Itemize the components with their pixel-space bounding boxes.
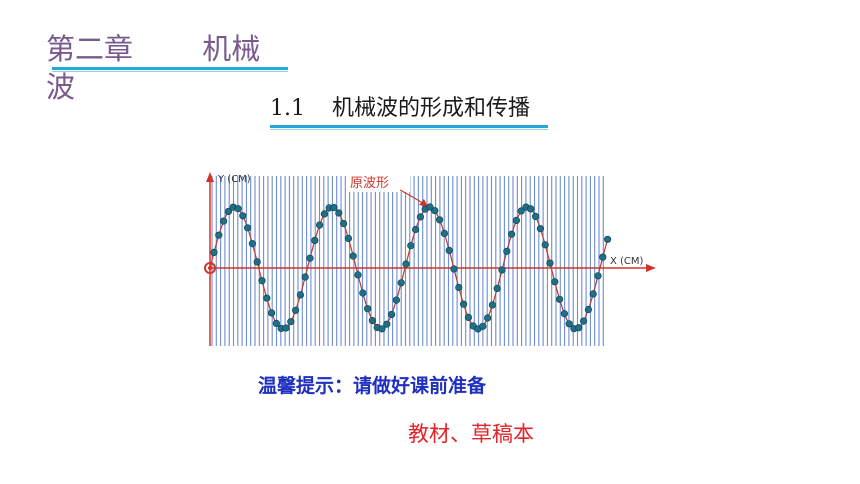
wave-label-arrowhead [419,199,428,207]
particle-dot [503,247,511,255]
particle-dot [584,305,593,314]
particle-dot [599,253,607,261]
particle-dot [493,284,501,292]
particle-dot [450,265,458,273]
reminder-text: 温馨提示：请做好课前准备 [258,375,487,397]
particle-dot [220,217,228,225]
particle-dot [282,324,290,332]
particle-dot [551,278,559,286]
wave-label-arrow [399,189,425,205]
particle-dot [589,290,597,298]
chapter-title: 第二章 机械波 [46,32,261,104]
particle-dot [253,258,261,266]
wave-label: 原波形 [350,176,389,191]
particle-dot [498,266,506,274]
particle-dot [416,213,424,221]
particle-dot [378,325,386,333]
particle-dot [330,203,338,212]
materials-text: 教材、草稿本 [408,422,534,446]
particle-dot [536,225,545,233]
origin-dot [208,266,212,270]
particle-dot [412,225,420,234]
particle-dot [479,322,487,330]
particle-dot [527,205,535,213]
particle-dot [604,235,612,243]
particle-dot [354,271,362,279]
particle-dot [455,283,463,292]
particle-dot [340,219,348,228]
particle-dot [234,205,242,213]
particle-dot [440,229,448,238]
wave-label-bg [346,172,410,192]
y-axis-label: Y (CM) [217,174,251,185]
particle-dot [210,248,218,256]
title-underline [52,67,288,70]
particle-dot [335,209,343,217]
y-axis-arrow [206,172,214,182]
particle-dot [464,313,473,321]
particle-dot [488,301,497,309]
particle-dot [402,260,410,268]
wave-figure: Y (CM) X (CM) 原波形 [204,172,656,346]
particle-dot [460,300,468,308]
particle-dot [541,241,549,249]
particle-dot [291,306,300,314]
particle-dot [445,246,453,254]
particle-dot [296,291,304,299]
particle-dot [315,221,324,229]
particle-dot [508,230,516,238]
x-axis-arrow [646,264,656,272]
particle-dot [215,231,223,239]
particle-dot [512,216,521,225]
particle-dot [560,310,569,318]
section-underline [270,125,548,128]
particle-dot [575,324,583,332]
particle-dot [344,234,352,242]
particle-dot [565,320,573,328]
particle-dot [383,320,391,328]
particle-dot [426,203,434,211]
particle-dot [263,294,271,302]
particle-dot [243,224,252,232]
particle-dot [272,319,280,327]
particle-dot [359,289,367,297]
title-underline-thin [52,71,288,72]
section-underline-thin [270,129,548,130]
wave-particles [210,203,612,333]
origin-marker [204,262,216,274]
particle-dot [364,305,372,313]
particle-dot [392,296,400,304]
particle-dot [517,207,525,215]
particle-dot [532,212,540,221]
particle-dot [546,259,554,267]
particle-dot [239,212,247,220]
particle-dot [267,309,276,317]
particle-dot [484,314,492,322]
particle-dot [556,295,564,303]
particle-dot [388,310,396,318]
particle-dot [320,210,328,218]
particle-dot [368,317,376,325]
particle-dot [306,254,314,262]
particle-dot [224,207,233,216]
particle-dot [287,318,295,326]
section-title: 1.1 机械波的形成和传播 [270,96,530,121]
particle-dot [248,240,257,248]
particle-dot [580,317,588,325]
particle-dot [311,236,319,244]
particle-dot [397,279,405,287]
particle-dot [301,273,309,281]
particle-dot [436,216,444,224]
particle-dot [258,277,266,285]
particle-dot [594,272,602,280]
x-axis-label: X (CM) [610,256,644,267]
particle-dot [349,252,357,260]
particle-dot [431,207,439,215]
particle-dot [407,242,415,250]
